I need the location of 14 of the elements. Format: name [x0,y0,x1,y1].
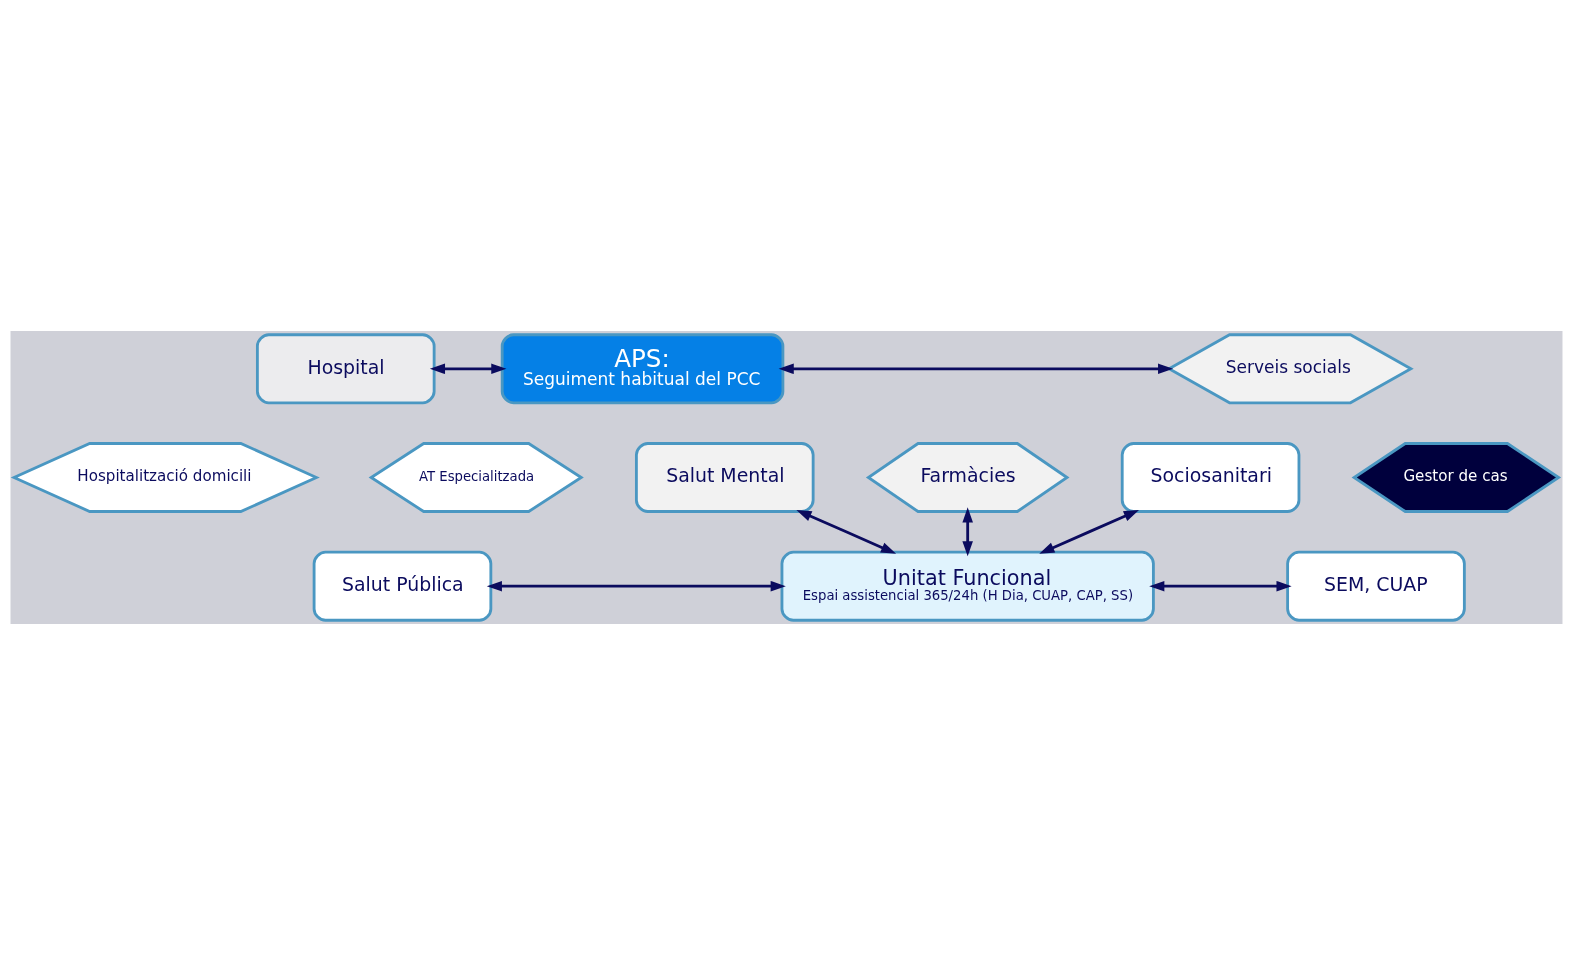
node-box: Sociosanitari [1120,442,1301,513]
node-box: Unitat Funcional Espai assistencial 365/24h (H Dia, CUAP, CAP, SS) [780,550,1155,622]
arrow [1039,509,1139,554]
node-box: Salut Mental [635,442,815,513]
arrow [778,363,1174,375]
node-box: APS: Seguiment habitual del PCC [500,333,785,405]
node-box: Hospital [255,333,436,405]
node-box: SEM, CUAP [1286,550,1466,622]
arrow [1149,580,1292,592]
arrow [429,363,507,375]
arrow [962,507,973,557]
arrow [486,580,786,592]
node-box: Salut Pública [312,550,493,622]
arrow [796,509,897,554]
